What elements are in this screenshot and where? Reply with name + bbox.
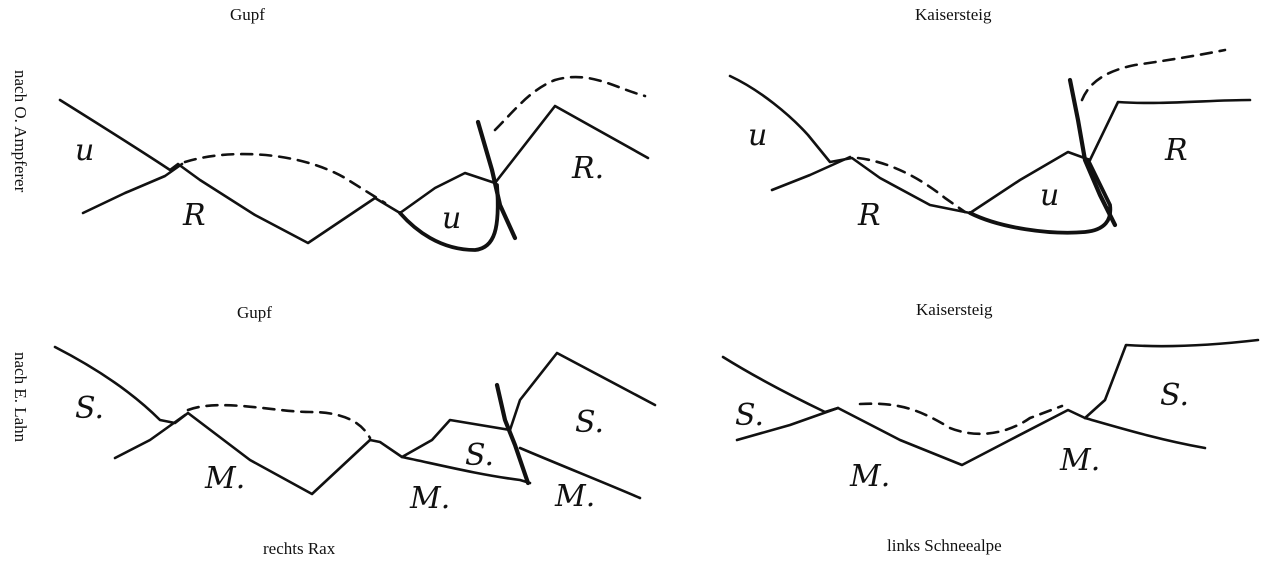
sketch-label: S.	[1160, 378, 1189, 413]
sketch-label: M.	[554, 479, 595, 514]
boundary-line	[968, 150, 1092, 215]
sketch-label: S.	[575, 405, 604, 440]
dashed-line	[186, 403, 372, 440]
boundary-line	[721, 355, 1087, 467]
boundary-line	[398, 183, 500, 252]
fault-line	[494, 382, 531, 486]
fault-line	[475, 119, 518, 241]
dashed-line	[858, 402, 1064, 436]
boundary-line	[735, 406, 840, 442]
sketch-label: R	[182, 198, 206, 233]
dashed-line	[1080, 48, 1227, 102]
dashed-line	[856, 156, 967, 214]
sketch-top-left: u R u R.	[58, 75, 650, 252]
boundary-line	[113, 413, 187, 460]
sketch-label: R	[857, 198, 881, 233]
sketch-label: u	[748, 118, 767, 153]
title-bottom-right: Kaisersteig	[916, 300, 993, 319]
sketch-label: S.	[75, 391, 104, 426]
sketch-label: u	[1040, 178, 1059, 213]
boundary-line	[81, 162, 184, 215]
boundary-line	[1083, 338, 1260, 420]
sketch-label: S.	[735, 398, 764, 433]
sketch-bottom-left: S. M. S. S. M. M.	[53, 345, 657, 516]
dashed-line	[493, 75, 647, 132]
boundary-line	[518, 446, 642, 500]
sketch-label: u	[75, 133, 94, 168]
title-bottom-left: Gupf	[237, 303, 272, 322]
boundary-line	[770, 155, 852, 192]
sketch-label: M.	[409, 481, 450, 516]
fault-line	[1067, 77, 1118, 228]
sketch-label: R.	[571, 151, 604, 186]
boundary-line	[400, 455, 532, 485]
sketch-label: M.	[204, 461, 245, 496]
title-top-left: Gupf	[230, 5, 265, 24]
sketch-label: M.	[849, 459, 890, 494]
caption-bottom-left: rechts Rax	[263, 539, 336, 558]
sketch-label: u	[442, 201, 461, 236]
sketch-top-right: u R u R	[728, 48, 1252, 235]
sketch-label: R	[1164, 133, 1188, 168]
boundary-line	[1088, 98, 1252, 162]
boundary-line	[728, 74, 972, 215]
title-top-right: Kaisersteig	[915, 5, 992, 24]
dashed-line	[183, 152, 387, 205]
sketch-label: S.	[465, 438, 494, 473]
boundary-line	[508, 351, 657, 432]
boundary-line	[53, 345, 512, 496]
boundary-line	[58, 98, 497, 245]
boundary-line	[1083, 416, 1207, 450]
sketch-label: M.	[1059, 443, 1100, 478]
sketch-bottom-right: S. S. M. M.	[721, 338, 1260, 494]
caption-bottom-right: links Schneealpe	[887, 536, 1002, 555]
boundary-line	[493, 104, 650, 185]
